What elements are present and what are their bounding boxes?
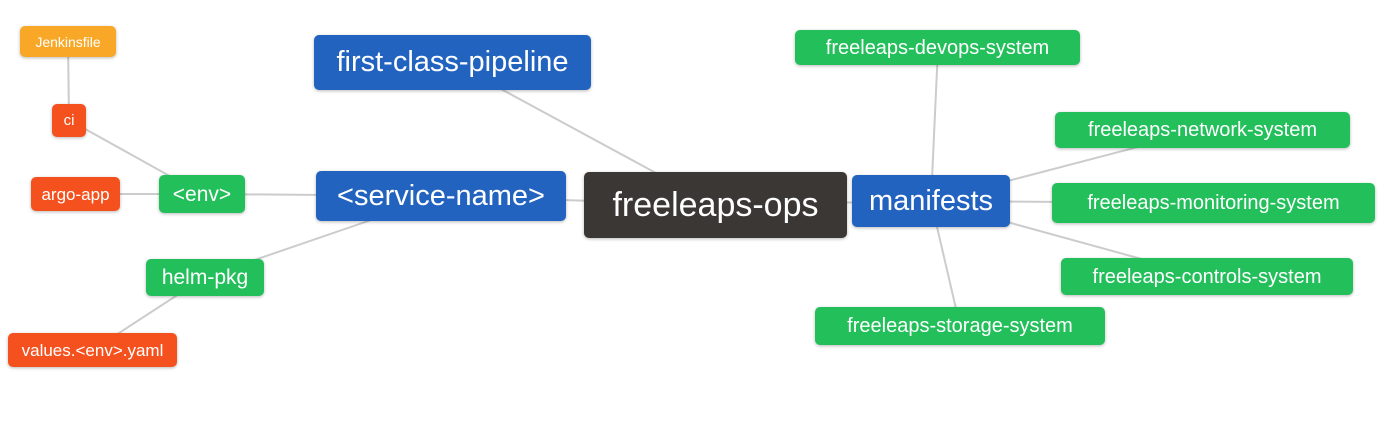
node-manifests[interactable]: manifests (852, 175, 1010, 227)
node-freeleaps-devops-system[interactable]: freeleaps-devops-system (795, 30, 1080, 65)
node-service-name[interactable]: <service-name> (316, 171, 566, 221)
node-helm-pkg[interactable]: helm-pkg (146, 259, 264, 296)
node-freeleaps-monitoring-system[interactable]: freeleaps-monitoring-system (1052, 183, 1375, 223)
node-jenkinsfile[interactable]: Jenkinsfile (20, 26, 116, 57)
node-first-class-pipeline[interactable]: first-class-pipeline (314, 35, 591, 90)
node-freeleaps-storage-system[interactable]: freeleaps-storage-system (815, 307, 1105, 345)
node-freeleaps-network-system[interactable]: freeleaps-network-system (1055, 112, 1350, 148)
node-freeleaps-ops[interactable]: freeleaps-ops (584, 172, 847, 238)
node-values-env-yaml[interactable]: values.<env>.yaml (8, 333, 177, 367)
node-argo-app[interactable]: argo-app (31, 177, 120, 211)
node-env[interactable]: <env> (159, 175, 245, 213)
node-ci[interactable]: ci (52, 104, 86, 137)
node-freeleaps-controls-system[interactable]: freeleaps-controls-system (1061, 258, 1353, 295)
